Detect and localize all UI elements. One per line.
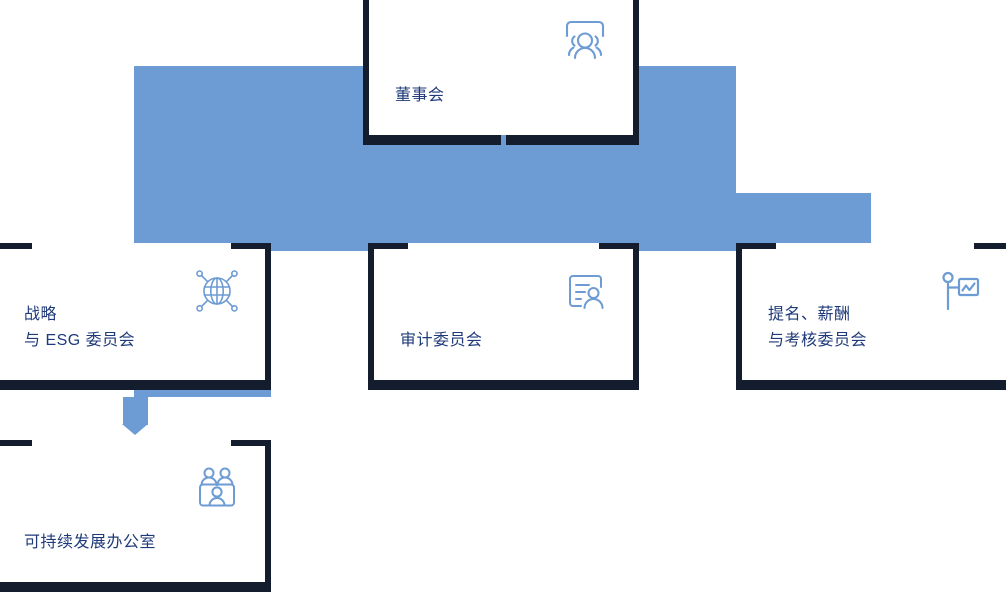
connector-drop-to-office — [123, 397, 148, 425]
node-sustainability-office-label: 可持续发展办公室 — [24, 534, 157, 551]
node-border-bottom-notch — [501, 135, 506, 145]
node-board[interactable]: 董事会 — [363, 0, 639, 145]
node-border-right — [265, 243, 271, 390]
people-group-icon — [559, 14, 611, 66]
node-border-left — [736, 243, 742, 390]
node-border-right — [633, 0, 639, 145]
node-strategy-esg-label: 战略 与 ESG 委员会 — [24, 306, 136, 349]
node-border-top-right-bracket — [974, 243, 1006, 249]
node-nomination-committee[interactable]: 提名、薪酬 与考核委员会 — [736, 243, 1006, 390]
node-strategy-esg[interactable]: 战略 与 ESG 委员会 — [0, 243, 271, 390]
node-sustainability-office-face — [0, 446, 265, 582]
node-nomination-committee-face — [742, 249, 1006, 380]
node-border-left — [368, 243, 374, 390]
document-person-icon — [559, 265, 611, 317]
node-border-top-left-bracket — [0, 440, 32, 446]
node-border-top-right-bracket — [599, 243, 639, 249]
presenter-chart-icon — [934, 265, 986, 317]
node-audit-committee[interactable]: 审计委员会 — [368, 243, 639, 390]
node-nomination-committee-label: 提名、薪酬 与考核委员会 — [768, 306, 868, 349]
connector-branch-bar — [134, 193, 871, 251]
node-border-top-left-bracket — [368, 243, 408, 249]
node-border-left — [363, 0, 369, 145]
team-panel-icon — [191, 462, 243, 514]
node-strategy-esg-face — [0, 249, 265, 380]
node-sustainability-office[interactable]: 可持续发展办公室 — [0, 440, 271, 592]
node-board-label: 董事会 — [395, 87, 445, 104]
node-border-right — [265, 440, 271, 592]
node-border-right — [633, 243, 639, 390]
node-audit-committee-label: 审计委员会 — [400, 332, 483, 349]
node-border-top-left-bracket — [736, 243, 776, 249]
node-border-bottom — [736, 380, 1006, 390]
node-border-bottom — [0, 380, 271, 390]
connector-arrow-down-icon — [122, 424, 148, 435]
globe-network-icon — [191, 265, 243, 317]
node-border-bottom — [368, 380, 639, 390]
node-border-top-right-bracket — [231, 440, 271, 446]
node-border-top-left-bracket — [0, 243, 32, 249]
node-border-top-right-bracket — [231, 243, 271, 249]
node-audit-committee-face — [374, 249, 633, 380]
node-border-bottom — [0, 582, 271, 592]
